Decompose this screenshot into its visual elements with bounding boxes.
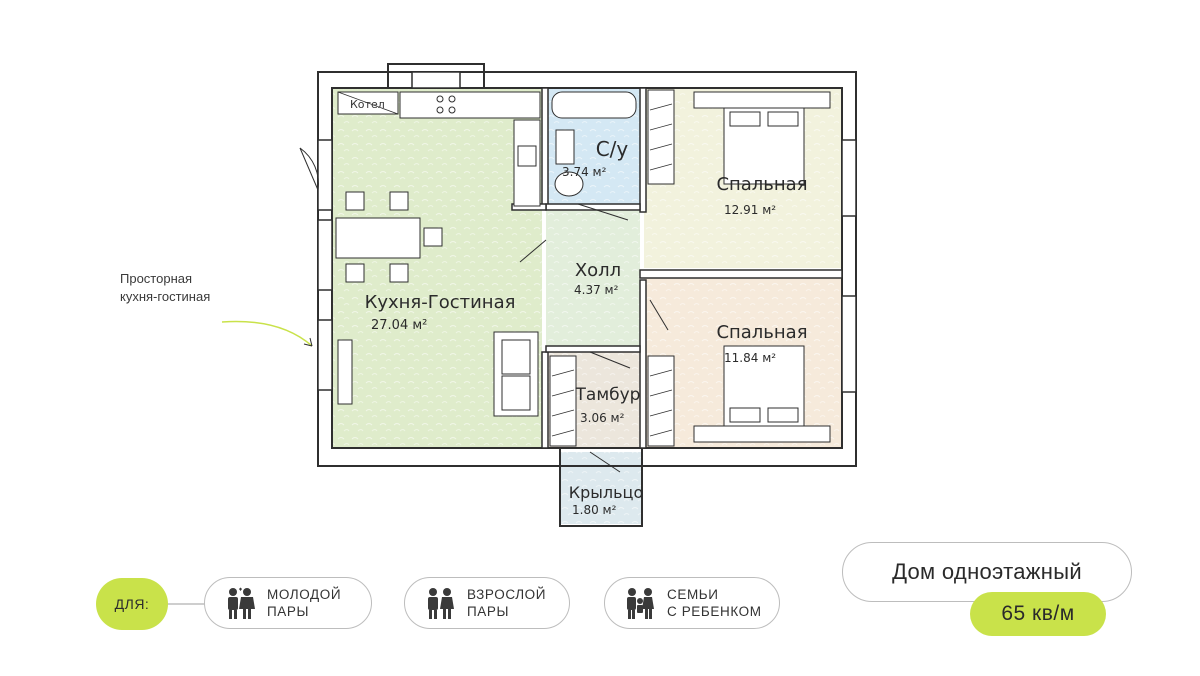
adult-couple-icon xyxy=(428,588,454,619)
interior-walls xyxy=(511,87,843,449)
young-couple-icon xyxy=(228,587,255,619)
house-type: Дом одноэтажный xyxy=(842,542,1132,602)
audience-family-child: СЕМЬИ С РЕБЕНКОМ xyxy=(604,577,780,629)
sofa xyxy=(493,331,539,417)
vestibule-name: Тамбур xyxy=(575,385,641,405)
vestibule-area: 3.06 м² xyxy=(580,411,625,425)
callout-text: Просторная кухня-гостиная xyxy=(120,270,250,306)
floor-plan: Котел xyxy=(221,63,857,527)
family-with-child-icon xyxy=(627,588,654,619)
dining-table xyxy=(335,191,443,283)
callout-line-1: Просторная xyxy=(120,271,193,286)
audience-3-line-2: С РЕБЕНКОМ xyxy=(667,604,762,619)
house-area-badge: 65 кв/м xyxy=(970,592,1106,636)
audience-1-line-1: МОЛОДОЙ xyxy=(267,587,342,602)
porch-name: Крыльцо xyxy=(569,483,643,502)
audience-adult-couple: ВЗРОСЛОЙ ПАРЫ xyxy=(404,577,570,629)
audience-1-line-2: ПАРЫ xyxy=(267,604,310,619)
boiler-label: Котел xyxy=(350,98,385,111)
bedroom1-area: 12.91 м² xyxy=(724,203,776,217)
porch-area: 1.80 м² xyxy=(572,503,617,517)
kitchen-area: 27.04 м² xyxy=(371,318,427,333)
kitchen-name: Кухня-Гостиная xyxy=(365,292,516,313)
bed-1 xyxy=(693,91,831,185)
audience-2-line-2: ПАРЫ xyxy=(467,604,510,619)
callout-line-2: кухня-гостиная xyxy=(120,289,211,304)
bed-2 xyxy=(693,345,831,443)
audience-2-line-1: ВЗРОСЛОЙ xyxy=(467,587,547,602)
hall-area: 4.37 м² xyxy=(574,283,619,297)
bedroom2-area: 11.84 м² xyxy=(724,351,776,365)
bedroom2-name: Спальная xyxy=(716,322,807,343)
for-badge: ДЛЯ: xyxy=(96,578,168,630)
hall-name: Холл xyxy=(575,260,621,281)
audience-3-line-1: СЕМЬИ xyxy=(667,587,719,602)
bath-area: 3.74 м² xyxy=(562,165,607,179)
for-connector xyxy=(166,603,206,605)
bath-name: С/у xyxy=(596,137,629,161)
audience-young-couple: МОЛОДОЙ ПАРЫ xyxy=(204,577,372,629)
callout-arrow xyxy=(221,320,313,347)
bedroom1-name: Спальная xyxy=(716,174,807,195)
